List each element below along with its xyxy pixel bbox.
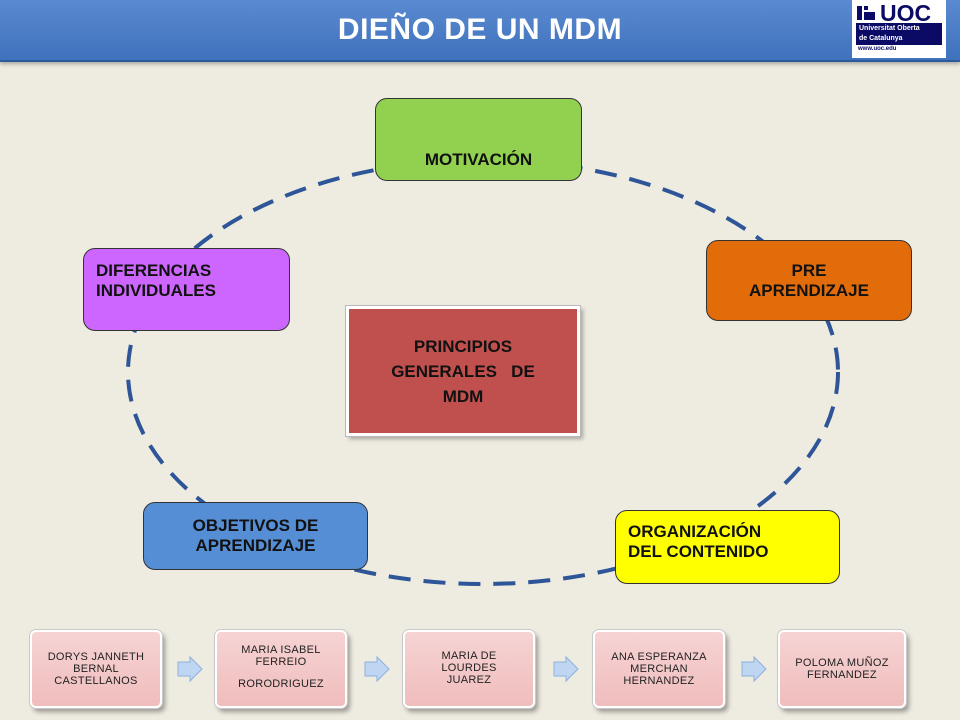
- logo-brand: UOC: [880, 0, 932, 26]
- author-2-line-3: RORODRIGUEZ: [238, 678, 324, 690]
- node-objetivos-line-1: OBJETIVOS DE: [192, 516, 319, 535]
- author-5-line-2: FERNANDEZ: [807, 669, 877, 681]
- chevron-right-icon: [364, 655, 390, 683]
- author-card-1: DORYS JANNETH BERNAL CASTELLANOS: [30, 630, 162, 708]
- node-objetivos-line-2: APRENDIZAJE: [195, 536, 316, 555]
- author-3-line-3: JUAREZ: [446, 674, 492, 686]
- author-5-line-1: POLOMA MUÑOZ: [795, 657, 889, 669]
- uoc-logo-mark-icon: [856, 4, 876, 22]
- author-2-line-1: MARIA ISABEL: [241, 644, 321, 656]
- author-card-2: MARIA ISABEL FERREIO RORODRIGUEZ: [215, 630, 347, 708]
- center-principios-generales: PRINCIPIOS GENERALES DE MDM: [345, 305, 581, 437]
- node-diferencias-line-2: INDIVIDUALES: [96, 281, 216, 300]
- author-4-line-1: ANA ESPERANZA: [611, 651, 707, 663]
- node-motivacion: MOTIVACIÓN: [375, 98, 582, 181]
- logo-subtitle: Universitat Oberta de Catalunya: [856, 23, 942, 45]
- node-objetivos-aprendizaje: OBJETIVOS DE APRENDIZAJE: [143, 502, 368, 570]
- node-pre-aprendizaje-line-1: PRE: [791, 260, 827, 280]
- uoc-logo: UOC Universitat Oberta de Catalunya www.…: [852, 0, 946, 58]
- node-motivacion-label: MOTIVACIÓN: [424, 150, 533, 169]
- logo-subtitle-line-2: de Catalunya: [859, 35, 903, 42]
- chevron-right-icon: [177, 655, 203, 683]
- author-3-line-1: MARIA DE: [441, 650, 497, 662]
- author-card-4: ANA ESPERANZA MERCHAN HERNANDEZ: [593, 630, 725, 708]
- author-4-line-2: MERCHAN: [630, 663, 688, 675]
- author-4-line-3: HERNANDEZ: [623, 675, 695, 687]
- author-card-5: POLOMA MUÑOZ FERNANDEZ: [778, 630, 906, 708]
- slide-title: DIEÑO DE UN MDM: [337, 13, 623, 46]
- title-bar: [0, 0, 960, 62]
- logo-web: www.uoc.edu: [858, 46, 897, 52]
- node-organizacion-contenido: ORGANIZACIÓN DEL CONTENIDO: [615, 510, 840, 584]
- chevron-right-icon: [553, 655, 579, 683]
- center-line-1: PRINCIPIOS: [413, 336, 513, 356]
- center-line-2: GENERALES DE: [391, 361, 535, 381]
- author-card-3: MARIA DE LOURDES JUAREZ: [403, 630, 535, 708]
- author-2-line-2: FERREIO: [255, 656, 307, 668]
- chevron-right-icon: [741, 655, 767, 683]
- node-pre-aprendizaje: PRE APRENDIZAJE: [706, 240, 912, 321]
- author-1-line-2: BERNAL: [73, 663, 119, 675]
- logo-subtitle-line-1: Universitat Oberta: [859, 25, 920, 32]
- node-organizacion-line-2: DEL CONTENIDO: [628, 542, 769, 561]
- author-1-line-3: CASTELLANOS: [54, 675, 138, 687]
- author-1-line-1: DORYS JANNETH: [47, 651, 145, 663]
- node-diferencias-individuales: DIFERENCIAS INDIVIDUALES: [83, 248, 290, 331]
- node-organizacion-line-1: ORGANIZACIÓN: [628, 522, 762, 541]
- author-3-line-2: LOURDES: [441, 662, 497, 674]
- dashed-cycle-ellipse: [126, 158, 840, 586]
- node-pre-aprendizaje-line-2: APRENDIZAJE: [749, 280, 869, 300]
- node-diferencias-line-1: DIFERENCIAS: [96, 261, 212, 280]
- center-line-3: MDM: [442, 386, 484, 406]
